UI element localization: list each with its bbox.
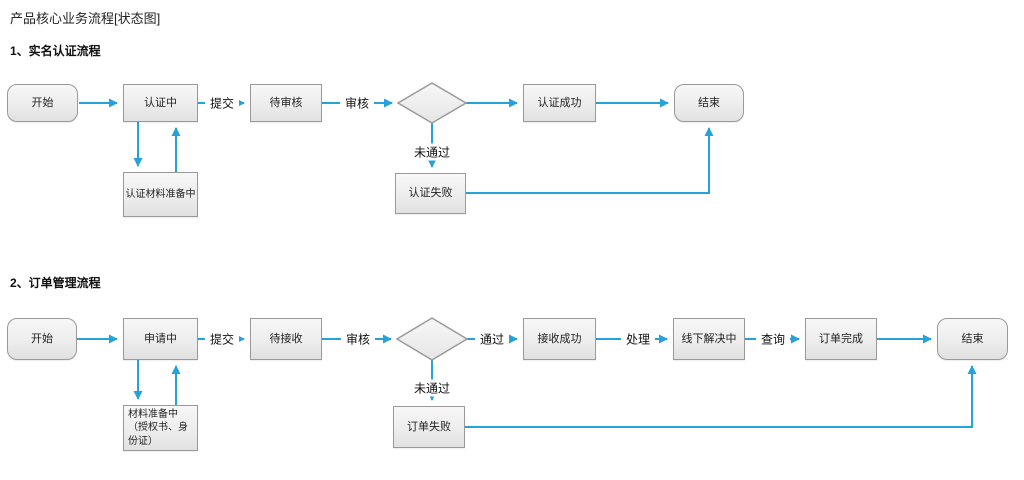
s1-edge-label-not-passed: 未通过	[408, 143, 456, 161]
edge-s1-failed-to-end	[466, 127, 714, 194]
s1-decision-diamond	[396, 82, 468, 124]
section1-heading: 1、实名认证流程	[10, 44, 101, 58]
s2-edge-label-query: 查询	[755, 330, 791, 348]
s2-receive-success-node: 接收成功	[523, 318, 596, 360]
s2-pending-receive-node: 待接收	[250, 318, 322, 360]
s2-edge-label-passed: 通过	[474, 330, 510, 348]
s2-start-node: 开始	[7, 318, 77, 360]
s1-end-node: 结束	[674, 84, 744, 122]
s2-edge-label-review: 审核	[340, 330, 376, 348]
s2-applying-node: 申请中	[123, 318, 198, 360]
s2-order-failed-node: 订单失败	[393, 406, 465, 448]
s1-authenticating-node: 认证中	[123, 84, 198, 122]
s2-decision-diamond	[395, 317, 469, 361]
s2-edge-label-process: 处理	[620, 330, 656, 348]
s2-edge-label-submit: 提交	[204, 330, 240, 348]
edge-s2-failed-to-end	[465, 365, 977, 428]
section2-heading: 2、订单管理流程	[10, 276, 101, 290]
s2-end-node: 结束	[937, 318, 1008, 360]
s1-edge-label-submit: 提交	[204, 94, 240, 112]
s1-edge-label-review: 审核	[339, 94, 375, 112]
s1-material-preparing-node: 认证材料准备中	[123, 172, 198, 217]
page-title: 产品核心业务流程[状态图]	[10, 11, 161, 26]
s1-start-node: 开始	[7, 84, 78, 122]
s2-material-preparing-node: 材料准备中（授权书、身份证）	[123, 405, 198, 451]
s1-auth-failed-node: 认证失败	[395, 173, 466, 214]
s1-auth-success-node: 认证成功	[523, 84, 596, 122]
s2-order-complete-node: 订单完成	[805, 318, 877, 360]
s2-edge-label-not-passed: 未通过	[408, 379, 456, 397]
s2-offline-resolving-node: 线下解决中	[673, 318, 745, 360]
s1-pending-review-node: 待审核	[250, 84, 322, 122]
